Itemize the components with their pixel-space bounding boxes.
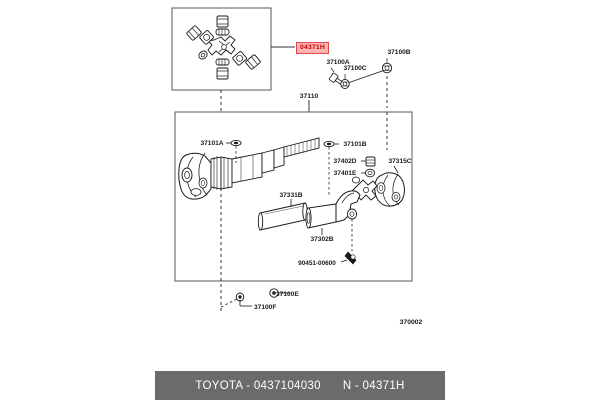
label-37101a: 37101A [200, 140, 223, 147]
label-37101b: 37101B [343, 141, 366, 148]
label-37100c: 37100C [343, 65, 366, 72]
label-37331b: 37331B [279, 192, 302, 199]
label-37315c-leader [393, 165, 399, 174]
mounting-bolt-group [220, 288, 290, 308]
label-37100a: 37100A [326, 59, 349, 66]
label-37100f: 37100F [254, 304, 276, 311]
bearing-cup-37402d-icon [361, 156, 376, 167]
kit-detail-box [171, 7, 272, 91]
bolt-link-line [344, 69, 386, 85]
kit-exploded-parts [186, 15, 261, 80]
snap-ring-37101a-icon [226, 139, 242, 163]
propeller-shaft-front-assembly [178, 137, 320, 200]
label-37401e: 37401E [334, 170, 357, 177]
highlighted-part-callout[interactable]: 04371H [296, 42, 330, 54]
bearing-cup-lower-right-icon [232, 51, 261, 70]
label-37302b: 37302B [310, 236, 333, 243]
bolt-37100f-icon [235, 292, 252, 307]
footer-node-part: N - 04371H [342, 379, 405, 392]
footer-bar: TOYOTA - 0437104030 N - 04371H [155, 371, 445, 400]
sleeve-37331b-icon [257, 202, 308, 231]
nut-37100b-icon [381, 62, 393, 74]
bearing-cup-top-icon [215, 15, 230, 36]
label-37110: 37110 [300, 93, 319, 100]
flange-bolt-group [328, 58, 393, 108]
diagram-number: 370002 [400, 319, 423, 326]
seal-37401e-icon [361, 168, 376, 178]
clamp-90451-icon [340, 219, 357, 265]
bearing-cup-bottom-icon [215, 58, 230, 80]
spider-cross-icon [207, 35, 236, 56]
footer-brand-part: TOYOTA - 0437104030 [195, 379, 321, 392]
flange-yoke-37315c-icon [374, 172, 405, 207]
label-37315c: 37315C [388, 158, 411, 165]
label-90451-00600: 90451-00600 [298, 260, 336, 267]
sleeve-yoke-37302b-icon [305, 190, 361, 229]
label-37402d: 37402D [333, 158, 356, 165]
seal-lower-left-icon [198, 50, 208, 60]
nut-37100e-icon [269, 288, 290, 298]
nut-37100c-icon [340, 78, 350, 90]
bearing-cup-upper-left-icon [186, 25, 214, 45]
label-37100e: 37100E [276, 291, 299, 298]
label-37100b: 37100B [387, 49, 410, 56]
snap-ring-37101b-icon [323, 140, 339, 196]
main-assembly-box [174, 111, 413, 282]
